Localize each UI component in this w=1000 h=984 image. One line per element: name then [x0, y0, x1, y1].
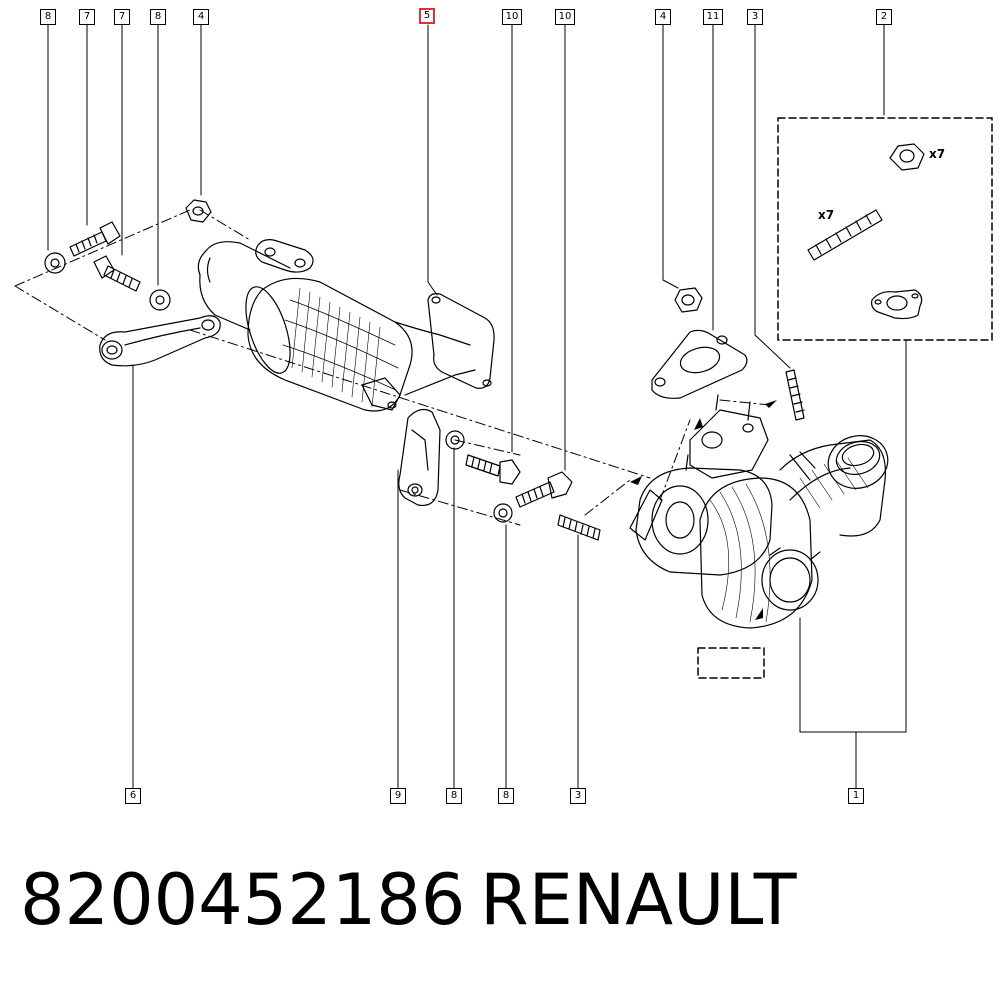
diagram-drawing — [14, 24, 993, 789]
callout-4[interactable]: 4 — [193, 9, 209, 25]
callout-3[interactable]: 3 — [570, 788, 586, 804]
callout-8[interactable]: 8 — [150, 9, 166, 25]
bracket-part-6 — [99, 315, 221, 367]
kit-stud-quantity: x7 — [818, 208, 835, 222]
catalytic-converter-part-5 — [197, 239, 495, 412]
bolt-part-10a — [465, 454, 521, 485]
callout-1[interactable]: 1 — [848, 788, 864, 804]
assembly-axis-lines — [14, 209, 771, 526]
brand-name: RENAULT — [480, 859, 797, 941]
part-number: 8200452186 — [20, 859, 466, 941]
callout-5-highlighted[interactable]: 5 — [419, 8, 435, 24]
callout-8[interactable]: 8 — [498, 788, 514, 804]
callout-7[interactable]: 7 — [79, 9, 95, 25]
callout-10[interactable]: 10 — [502, 9, 522, 25]
nut-part-4b — [674, 287, 703, 313]
exploded-parts-diagram — [14, 24, 993, 789]
washer-part-8b — [149, 289, 171, 311]
callout-8[interactable]: 8 — [446, 788, 462, 804]
callout-4[interactable]: 4 — [655, 9, 671, 25]
callout-9[interactable]: 9 — [390, 788, 406, 804]
bolt-part-7a — [69, 221, 121, 257]
kit-nut-icon — [889, 143, 925, 171]
callout-3[interactable]: 3 — [747, 9, 763, 25]
gasket-part-11 — [651, 329, 748, 399]
bolt-part-10b — [515, 471, 573, 508]
callout-6[interactable]: 6 — [125, 788, 141, 804]
washer-part-8a — [44, 252, 66, 274]
kit-nut-quantity: x7 — [929, 147, 946, 161]
kit-stud-icon — [807, 209, 883, 261]
reference-box — [697, 647, 765, 679]
leader-lines — [47, 24, 907, 789]
callout-7[interactable]: 7 — [114, 9, 130, 25]
washer-part-8d — [493, 503, 513, 523]
turbocharger-part-1 — [629, 394, 889, 629]
kit-gasket-icon — [871, 289, 923, 320]
assembly-arrows — [630, 400, 777, 620]
bracket-part-9 — [398, 408, 441, 507]
stud-part-3a — [785, 369, 805, 421]
bolt-part-7b — [93, 255, 141, 292]
kit-box — [777, 117, 993, 341]
callout-8[interactable]: 8 — [40, 9, 56, 25]
washer-part-8c — [445, 430, 465, 450]
callout-2[interactable]: 2 — [876, 9, 892, 25]
callout-11[interactable]: 11 — [703, 9, 723, 25]
callout-10[interactable]: 10 — [555, 9, 575, 25]
stud-part-3b — [557, 514, 601, 541]
nut-part-4a — [185, 199, 212, 223]
